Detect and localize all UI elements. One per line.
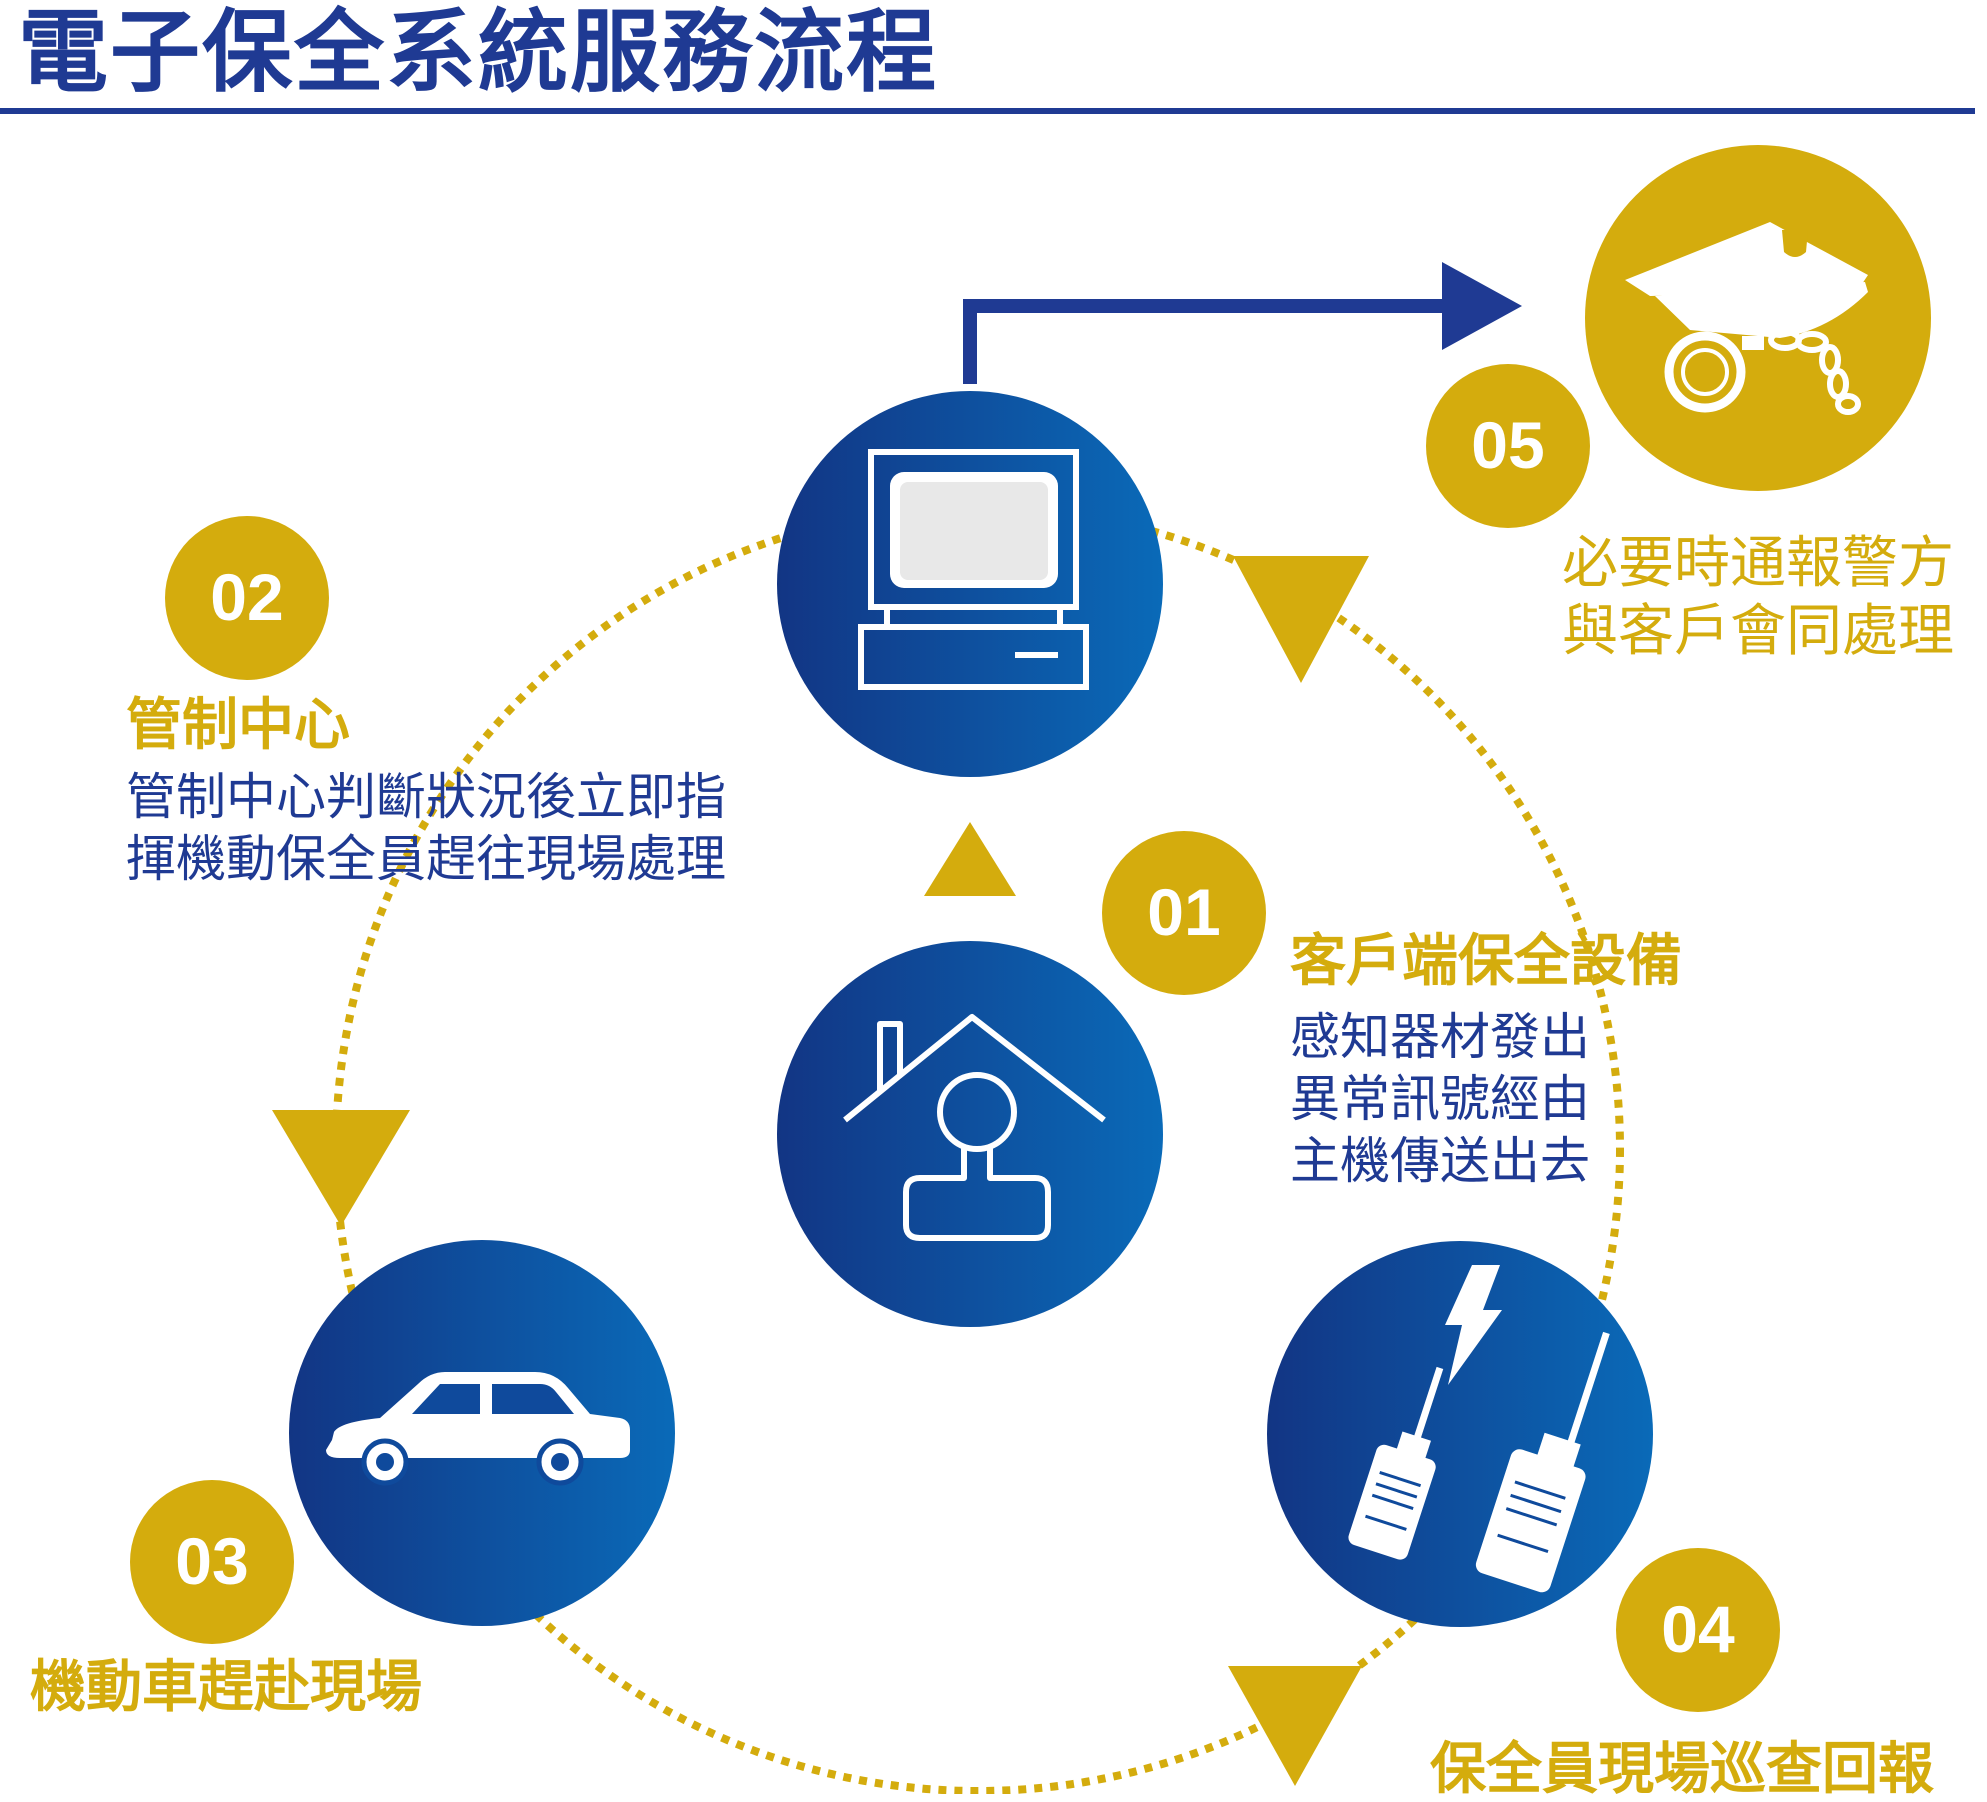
step-02-line-1: 管制中心判斷狀況後立即指 xyxy=(126,768,726,826)
client-equipment-node xyxy=(777,941,1163,1327)
patrol-car-node xyxy=(289,1240,675,1626)
step-number-04: 04 xyxy=(1661,1592,1735,1666)
title-divider xyxy=(0,108,1975,114)
step-02-heading: 管制中心 xyxy=(126,693,350,758)
step-03-heading: 機動車趕赴現場 xyxy=(30,1655,422,1720)
step-badge-05: 05 xyxy=(1426,364,1590,528)
car-icon xyxy=(326,1372,630,1486)
step-badge-02: 02 xyxy=(165,516,329,680)
step-number-03: 03 xyxy=(175,1524,248,1598)
escalation-arrow-line xyxy=(963,299,1450,384)
step-01-line-1: 感知器材發出 xyxy=(1290,1008,1590,1066)
walkie-talkie-icon xyxy=(1348,1265,1610,1593)
police-node xyxy=(1585,145,1931,491)
step-05-line-2: 與客戶會同處理 xyxy=(1562,599,1954,664)
house-person-icon xyxy=(843,1014,1106,1241)
step-number-02: 02 xyxy=(210,560,283,634)
direction-triangle-up xyxy=(924,822,1016,896)
step-01-line-3: 主機傳送出去 xyxy=(1290,1132,1590,1190)
control-center-node xyxy=(777,391,1163,777)
step-badge-03: 03 xyxy=(130,1480,294,1644)
step-badge-04: 04 xyxy=(1616,1548,1780,1712)
direction-triangle-bottom xyxy=(1228,1666,1362,1786)
step-05-line-1: 必要時通報警方 xyxy=(1562,531,1954,596)
computer-icon xyxy=(858,449,1089,690)
step-number-05: 05 xyxy=(1471,408,1544,482)
page-title: 電子保全系統服務流程 xyxy=(18,0,938,105)
step-01-line-2: 異常訊號經由 xyxy=(1290,1070,1590,1128)
step-number-01: 01 xyxy=(1147,875,1220,949)
step-04-heading: 保全員現場巡查回報 xyxy=(1430,1737,1934,1802)
direction-triangle-right xyxy=(1233,556,1369,683)
step-badge-01: 01 xyxy=(1102,831,1266,995)
police-handcuffs-icon xyxy=(1625,222,1868,415)
step-02-line-2: 揮機動保全員趕往現場處理 xyxy=(126,830,726,888)
direction-triangle-left xyxy=(272,1110,410,1226)
escalation-arrow-head xyxy=(1442,262,1522,350)
step-01-heading: 客戶端保全設備 xyxy=(1290,929,1682,994)
patrol-guard-node xyxy=(1267,1241,1653,1627)
